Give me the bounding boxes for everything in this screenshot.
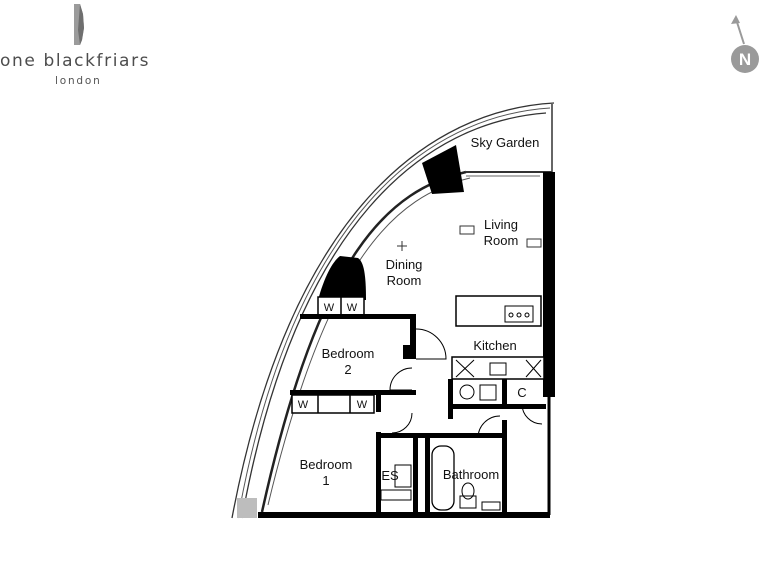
room-dining-line2: Room [387,273,422,288]
room-dining-line1: Dining [386,257,423,272]
brand-logo: one blackfriars london [0,0,180,100]
wardrobe-label: W [347,302,358,314]
north-arrow-icon: N [720,12,760,76]
room-sky-garden: Sky Garden [471,135,540,150]
room-cupboard: C [517,385,526,400]
room-living-line1: Living [484,217,518,232]
logo-mark-icon [74,4,84,45]
room-kitchen: Kitchen [473,338,516,353]
wall-right [543,172,555,397]
room-ensuite: ES [381,468,399,483]
room-bathroom: Bathroom [443,467,499,482]
wardrobe-label: W [324,302,335,314]
room-bedroom2-line2: 2 [344,362,351,377]
inner-facade [260,170,467,513]
wall-bottom [258,512,550,518]
room-bedroom2-line1: Bedroom [322,346,375,361]
room-bedroom1-line2: 1 [322,473,329,488]
brand-city: london [55,75,102,87]
wardrobe-label: W [357,399,368,411]
room-living-line2: Room [484,233,519,248]
compass-letter: N [739,50,751,69]
brand-name: one blackfriars [0,51,151,71]
room-bedroom1-line1: Bedroom [300,457,353,472]
outer-glazing [231,102,555,519]
wardrobe-label: W [298,399,309,411]
sky-garden-column [422,145,464,194]
